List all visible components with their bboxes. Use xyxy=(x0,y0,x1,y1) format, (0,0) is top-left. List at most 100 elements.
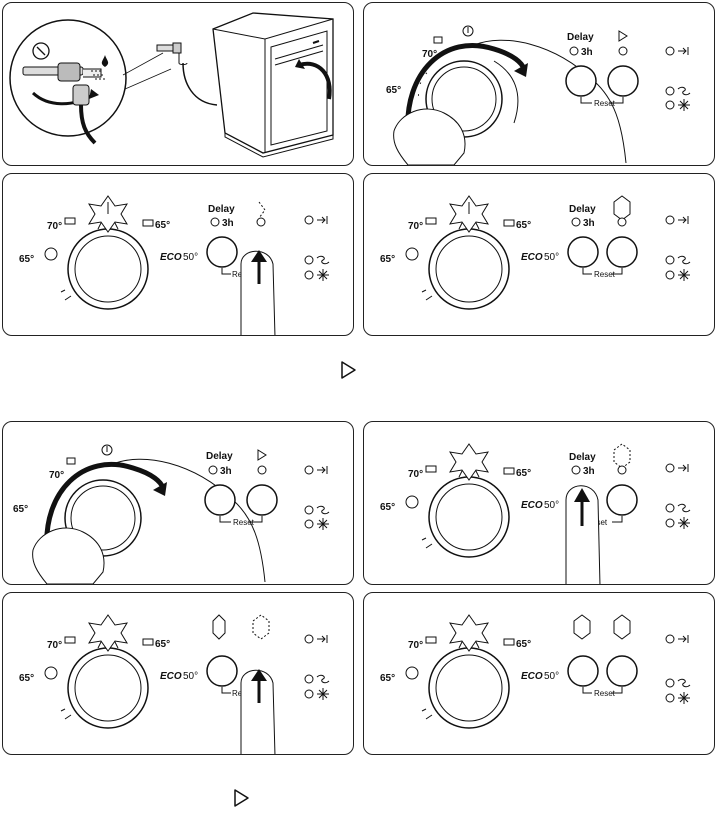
label-50: 50° xyxy=(544,671,559,682)
label-65-right: 65° xyxy=(155,220,170,231)
panel-buttons-2: 70° 65° 65° ECO 50° Reset xyxy=(363,592,715,755)
clock-icon xyxy=(44,666,58,680)
label-delay: Delay xyxy=(567,32,594,43)
program-dial xyxy=(428,228,510,310)
label-delay: Delay xyxy=(208,204,235,215)
label-50: 50° xyxy=(183,671,198,682)
pot-icon xyxy=(425,636,437,644)
label-65-right: 65° xyxy=(516,468,531,479)
label-50: 50° xyxy=(544,500,559,511)
label-65-left: 65° xyxy=(380,673,395,684)
cup-icon xyxy=(503,219,515,227)
pot-icon xyxy=(64,217,76,225)
no-tap-icon xyxy=(32,42,50,60)
clock-icon xyxy=(405,247,419,261)
delay-button xyxy=(206,655,238,687)
loop-arrow-icon xyxy=(316,674,330,684)
program-dial xyxy=(67,647,149,729)
power-icon xyxy=(462,25,474,37)
label-eco: ECO xyxy=(521,671,543,682)
start-light-blinking xyxy=(252,614,270,640)
arrow-to-bar-icon xyxy=(678,464,689,472)
label-delay: Delay xyxy=(569,204,596,215)
power-icon xyxy=(449,614,489,652)
arrow-to-bar-icon xyxy=(317,635,328,643)
power-icon xyxy=(88,195,128,233)
label-70: 70° xyxy=(422,49,437,60)
label-reset-partial: Re xyxy=(232,689,243,698)
label-delay: Delay xyxy=(206,451,233,462)
label-eco: ECO xyxy=(160,252,182,263)
label-70: 70° xyxy=(408,640,423,651)
start-light-blinking xyxy=(613,443,631,469)
sparkle-icon xyxy=(678,99,690,111)
arrow-to-bar-icon xyxy=(678,47,689,55)
label-70: 70° xyxy=(47,221,62,232)
loop-arrow-icon xyxy=(677,255,691,265)
panel-press-button-1: 70° 65° 65° ECO 50° Delay 3h Re xyxy=(2,173,354,336)
cup-icon xyxy=(503,638,515,646)
label-3h: 3h xyxy=(220,466,232,477)
play-triangle-icon xyxy=(341,361,356,379)
dial-panel-8: 70° 65° 65° ECO 50° Reset xyxy=(380,614,691,729)
label-3h: 3h xyxy=(583,218,595,229)
label-eco: ECO xyxy=(160,671,182,682)
label-50: 50° xyxy=(183,252,198,263)
dial-panel-4: 70° 65° 65° ECO 50° Delay 3h Reset xyxy=(380,195,691,310)
arrow-to-bar-icon xyxy=(678,635,689,643)
label-delay: Delay xyxy=(569,452,596,463)
start-button xyxy=(607,65,639,97)
panel-buttons-1: 70° 65° 65° ECO 50° Delay 3h Reset xyxy=(363,173,715,336)
dial-panel-1: 70° 65° Delay 3h Reset xyxy=(386,25,691,165)
tap-door-illustration xyxy=(9,12,334,158)
sparkle-icon xyxy=(678,269,690,281)
label-70: 70° xyxy=(47,640,62,651)
label-reset: Reset xyxy=(594,689,616,698)
label-3h: 3h xyxy=(222,218,234,229)
dial-panel-5: 70° 65° Delay 3h Reset xyxy=(13,444,330,584)
loop-arrow-icon xyxy=(677,86,691,96)
cup-icon xyxy=(142,219,154,227)
start-button xyxy=(606,655,638,687)
delay-button xyxy=(565,65,597,97)
label-reset-partial: Re xyxy=(232,270,243,279)
pot-icon xyxy=(66,457,76,465)
clock-icon xyxy=(44,247,58,261)
label-70: 70° xyxy=(408,221,423,232)
panel-tap-and-door xyxy=(2,2,354,166)
label-reset: Reset xyxy=(233,518,255,527)
start-light-blinking xyxy=(256,201,266,227)
cup-icon xyxy=(142,638,154,646)
label-65-left: 65° xyxy=(380,254,395,265)
cup-icon xyxy=(503,467,515,475)
label-65-right: 65° xyxy=(516,639,531,650)
label-3h: 3h xyxy=(581,47,593,58)
panel-turn-dial-2: 70° 65° Delay 3h Reset xyxy=(2,421,354,585)
loop-arrow-icon xyxy=(677,678,691,688)
delay-light-icon xyxy=(212,614,226,640)
label-65-right: 65° xyxy=(155,639,170,650)
loop-arrow-icon xyxy=(316,505,330,515)
pot-icon xyxy=(425,465,437,473)
quick-icon xyxy=(60,708,72,720)
program-dial xyxy=(428,647,510,729)
start-light-icon xyxy=(613,195,631,221)
label-65-right: 65° xyxy=(516,220,531,231)
label-65-left: 65° xyxy=(19,254,34,265)
delay-button xyxy=(567,236,599,268)
pot-icon xyxy=(425,217,437,225)
power-icon xyxy=(88,614,128,652)
delay-light-icon xyxy=(573,614,591,640)
power-icon xyxy=(449,443,489,481)
label-reset-partial2: eset xyxy=(592,518,608,527)
panel-press-start: 70° 65° 65° ECO 50° Re xyxy=(2,592,354,755)
dial-panel-3: 70° 65° 65° ECO 50° Delay 3h Re xyxy=(19,195,330,335)
label-70: 70° xyxy=(49,470,64,481)
quick-icon xyxy=(60,289,72,301)
play-triangle-icon xyxy=(234,789,249,807)
pot-icon xyxy=(433,36,443,44)
start-light-icon xyxy=(613,614,631,640)
clock-icon xyxy=(405,666,419,680)
water-drop-icon xyxy=(101,55,109,67)
sparkle-icon xyxy=(317,269,329,281)
